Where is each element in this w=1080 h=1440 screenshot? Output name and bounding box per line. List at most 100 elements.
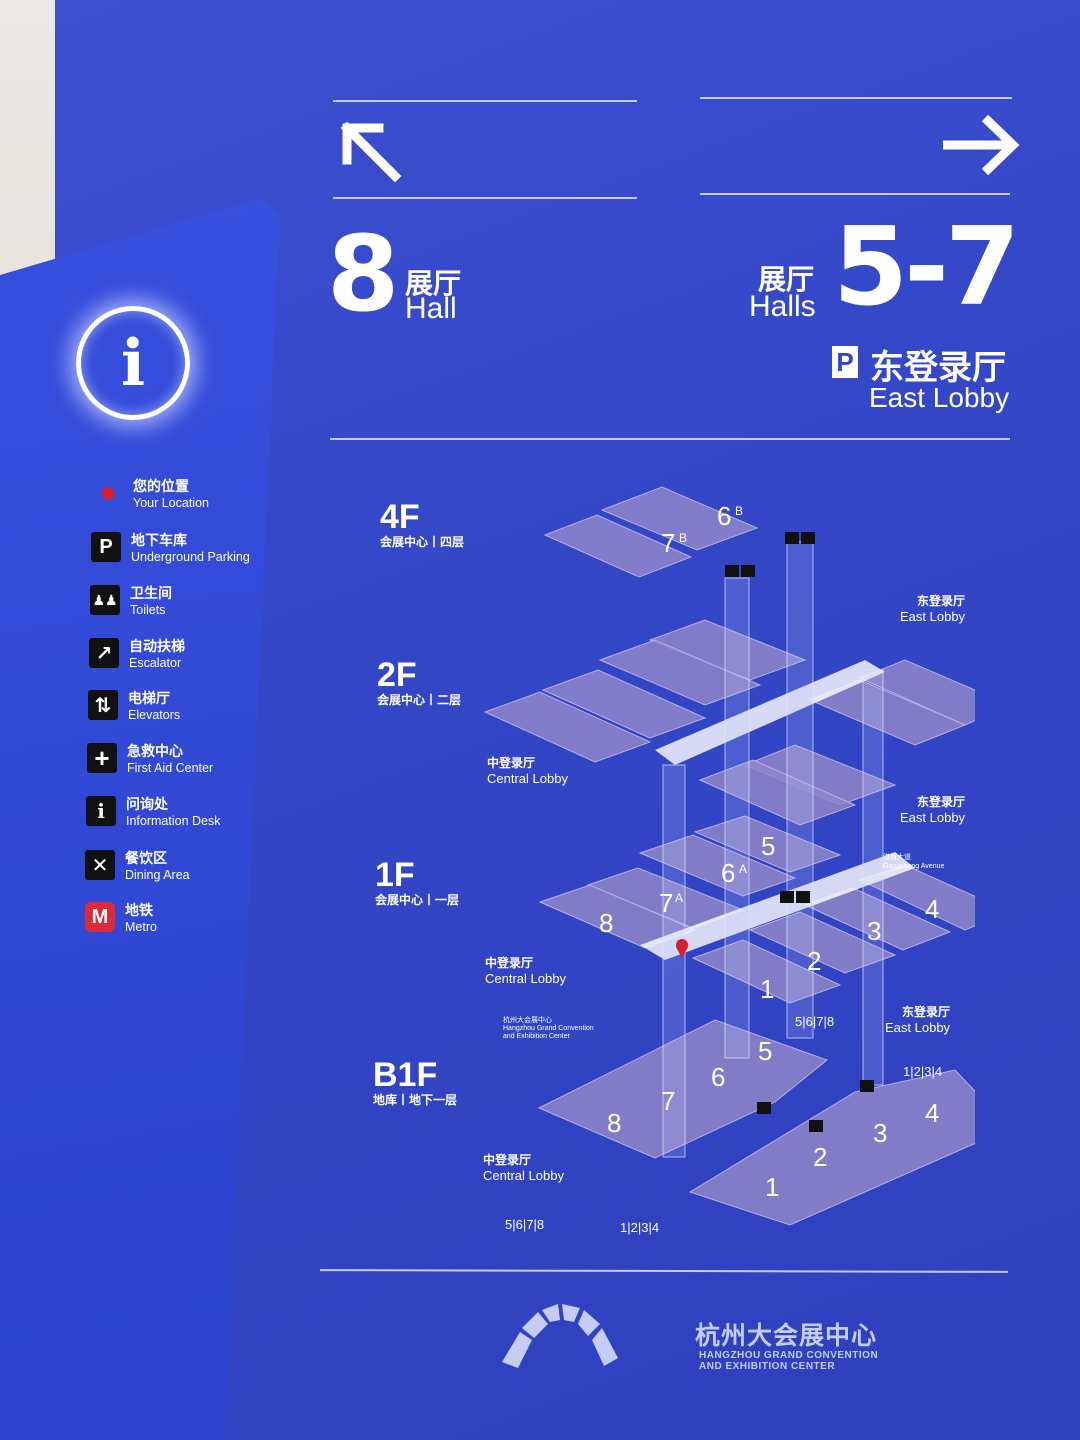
escalator-marker-4f	[801, 532, 815, 544]
dining-marker-b1	[757, 1102, 771, 1114]
gangcheng-avenue: 港城大道 Gangcheng Avenue	[883, 853, 944, 871]
east-lobby-1f-zh: 东登录厅	[902, 1005, 951, 1019]
hall-8-label-zh: 展厅	[405, 268, 462, 299]
b1-east-block	[688, 1069, 975, 1226]
east-lobby-en: East Lobby	[869, 382, 1010, 413]
hall-6b-num: 6	[717, 501, 731, 531]
halls-5-7-label-en: Halls	[749, 290, 816, 323]
legend-elevators-zh: 电梯厅	[128, 690, 170, 706]
shaft-c	[862, 669, 884, 1086]
legend-escalator-en: Escalator	[129, 656, 182, 670]
central-lobby-b1: 中登录厅 Central Lobby	[483, 1153, 564, 1184]
1f-hall-3-num: 3	[867, 916, 881, 946]
dining-icon: ✕	[85, 850, 115, 880]
1f-hall-6-sup: A	[739, 862, 747, 876]
mid-rule-right	[700, 193, 1010, 195]
legend-item-parking: P 地下车库 Underground Parking	[91, 532, 250, 565]
1f-corridor	[640, 852, 915, 960]
floor-b1f: B1F 地库丨地下一层	[373, 1058, 457, 1108]
legend-first-aid-zh: 急救中心	[127, 743, 183, 759]
escalator-marker-1f	[796, 891, 810, 903]
up-left-arrow-icon	[340, 121, 402, 183]
logo-name-zh: 杭州大会展中心	[695, 1322, 878, 1350]
you-are-here-pin-icon	[676, 939, 688, 958]
floor-4f: 4F 会展中心丨四层	[380, 500, 464, 550]
metro-station-en1: Hangzhou Grand Convention	[503, 1025, 594, 1032]
legend-item-information: i 问询处 Information Desk	[86, 796, 220, 829]
metro-icon: M	[85, 902, 115, 932]
floor-b1f-title: B1F	[373, 1056, 438, 1094]
elevator-marker-1f	[780, 891, 794, 903]
b1-hall-8-num: 8	[607, 1108, 621, 1138]
legend-information-zh: 问询处	[126, 796, 168, 812]
escalator-icon: ↗	[89, 638, 119, 668]
legend-parking-zh: 地下车库	[131, 532, 187, 548]
legend-dining-zh: 餐饮区	[125, 850, 167, 866]
floor-4f-title: 4F	[380, 498, 420, 536]
legend-first-aid-en: First Aid Center	[127, 761, 214, 775]
legend-item-toilets: ♟♟ 卫生间 Toilets	[90, 585, 172, 618]
location-pin-icon: ●	[98, 476, 118, 509]
legend-location-en: Your Location	[133, 496, 209, 510]
information-glyph: i	[120, 325, 146, 401]
legend-dining-en: Dining Area	[125, 868, 190, 882]
2f-block-b	[598, 639, 762, 706]
2f-corridor	[655, 660, 885, 765]
floor-1f-title: 1F	[375, 856, 415, 894]
header-divider	[330, 438, 1010, 440]
central-lobby-2f-en: Central Lobby	[487, 771, 568, 786]
central-lobby-1f: 中登录厅 Central Lobby	[485, 956, 566, 987]
floor-b1f-sub: 地库丨地下一层	[373, 1093, 458, 1107]
b1-hall-6-num: 6	[711, 1062, 725, 1092]
parking-icon: P	[91, 532, 121, 562]
2f-block-g	[858, 659, 975, 726]
legend-parking-en: Underground Parking	[131, 550, 250, 564]
central-lobby-1f-zh: 中登录厅	[485, 956, 534, 970]
hall-8-number: 8	[327, 213, 400, 335]
floor-2f: 2F 会展中心丨二层	[377, 658, 461, 708]
info-desk-icon: i	[86, 796, 116, 826]
central-lobby-2f: 中登录厅 Central Lobby	[487, 756, 568, 787]
elevator-icon: ⇅	[88, 690, 118, 720]
elevator-marker-4f-b	[725, 565, 739, 577]
mid-rule-left	[333, 197, 637, 199]
1f-hall-8-num: 8	[599, 908, 613, 938]
legend-escalator-zh: 自动扶梯	[129, 638, 185, 654]
1f-hall-5-num: 5	[761, 831, 775, 861]
elevator-marker-b1	[860, 1080, 874, 1092]
shaft-b	[786, 541, 814, 1039]
floor-4f-sub: 会展中心丨四层	[380, 535, 465, 549]
legend-information-en: Information Desk	[126, 814, 221, 828]
b1-hall-3-num: 3	[873, 1118, 887, 1148]
b1-hall-7-num: 7	[661, 1086, 675, 1116]
shaft-a	[724, 577, 750, 1059]
shaft-d	[662, 764, 686, 1158]
east-lobby-1f-en: East Lobby	[885, 1020, 951, 1035]
logo-name-en-2: AND EXHIBITION CENTER	[699, 1361, 836, 1372]
metro-station-label: 杭州大会展中心 Hangzhou Grand Convention and Ex…	[503, 1017, 594, 1041]
2f-block-d	[483, 691, 652, 763]
hall-6a-block	[638, 834, 797, 897]
top-rule-left	[333, 100, 637, 102]
parking-badge-icon: P	[832, 346, 858, 378]
toilet-icon: ♟♟	[90, 585, 120, 615]
b1-hall-2-num: 2	[813, 1142, 827, 1172]
parking-east-1f: 5|6|7|8	[795, 1014, 835, 1029]
central-lobby-2f-zh: 中登录厅	[487, 756, 536, 770]
2f-block-f	[698, 759, 857, 826]
central-lobby-1f-en: Central Lobby	[485, 971, 566, 986]
legend-toilets-zh: 卫生间	[130, 585, 172, 601]
escalator-marker-4f-b	[741, 565, 755, 577]
logo-name-en-1: HANGZHOU GRAND CONVENTION	[699, 1350, 879, 1361]
information-icon: i	[76, 306, 190, 420]
right-arrow-icon	[943, 114, 1020, 176]
legend-toilets-en: Toilets	[130, 603, 166, 617]
convention-center-logo-icon	[502, 1304, 618, 1368]
east-lobby-1f: 东登录厅 East Lobby	[885, 1005, 950, 1036]
east-lobby-4f-en: East Lobby	[900, 609, 966, 624]
1f-hall-7-sup: A	[675, 891, 683, 905]
